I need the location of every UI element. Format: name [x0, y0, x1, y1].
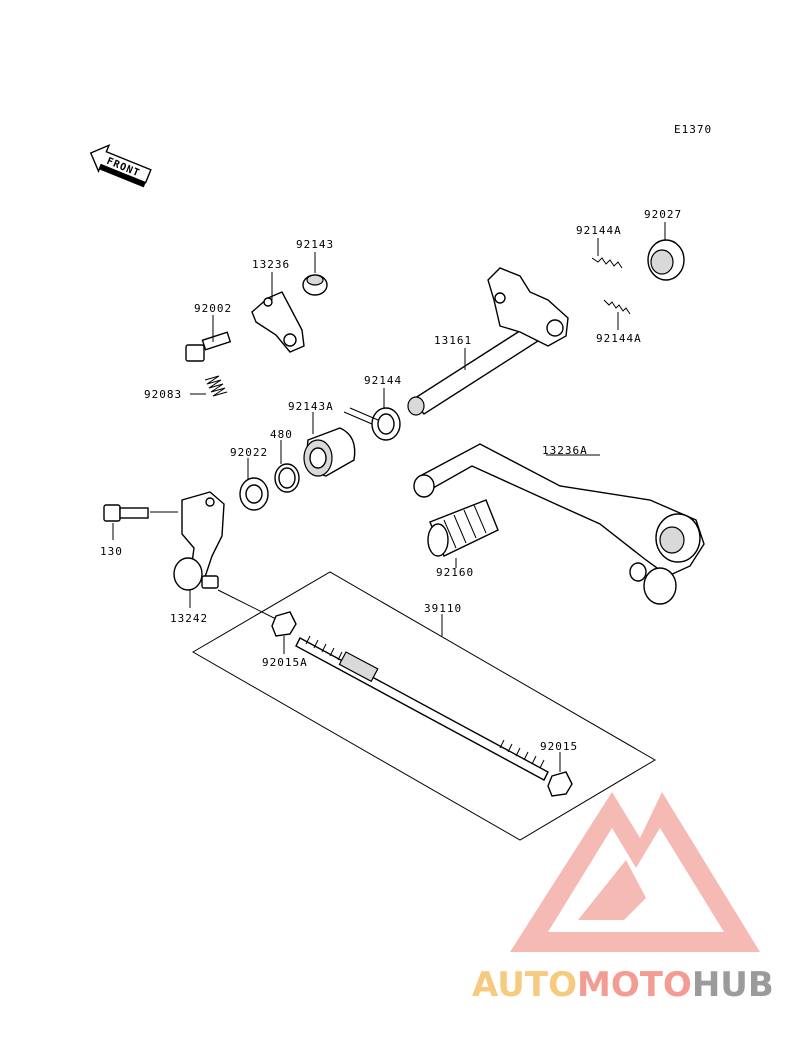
part-92144A-spring-top: [591, 257, 623, 269]
part-92015-nut: [547, 771, 573, 797]
part-92083-spring: [204, 375, 228, 397]
part-13161-shift-shaft: [407, 267, 569, 416]
label-480: 480: [270, 428, 293, 441]
watermark-logo: [510, 792, 760, 952]
part-92015A-nut: [271, 611, 297, 637]
part-92143A-collar: [303, 427, 356, 477]
part-92002-bolt: [185, 331, 232, 362]
part-13242-shift-lever: [173, 491, 225, 591]
label-92083: 92083: [144, 388, 182, 401]
part-13236-arm: [251, 291, 305, 353]
label-92144A-top: 92144A: [576, 224, 622, 237]
svg-text:AUTOMOTOHUB: AUTOMOTOHUB: [472, 965, 774, 1005]
part-92160-pedal-rubber: [427, 499, 499, 557]
front-direction-arrow: FRONT: [89, 143, 152, 188]
label-92015A: 92015A: [262, 656, 308, 669]
watermark-moto: MOTO: [577, 965, 692, 1005]
part-480-circlip: [274, 463, 300, 493]
label-92143: 92143: [296, 238, 334, 251]
part-92143-collar: [302, 274, 328, 296]
part-130-bolt: [103, 504, 149, 522]
label-13242: 13242: [170, 612, 208, 625]
label-92144A-bottom: 92144A: [596, 332, 642, 345]
label-92027: 92027: [644, 208, 682, 221]
watermark-text: AUTOMOTOHUB: [472, 965, 774, 1005]
part-39110-tie-rod: [295, 635, 549, 781]
label-39110: 39110: [424, 602, 462, 615]
label-13236A: 13236A: [542, 444, 588, 457]
label-92015: 92015: [540, 740, 578, 753]
label-92160: 92160: [436, 566, 474, 579]
label-13236: 13236: [252, 258, 290, 271]
part-13236A-shift-pedal: [413, 443, 705, 605]
label-13161: 13161: [434, 334, 472, 347]
part-92027-seal: [647, 239, 685, 281]
part-92144-torsion-spring: [343, 407, 401, 441]
watermark-auto: AUTO: [472, 965, 577, 1005]
part-92144A-spring-bottom: [603, 299, 631, 315]
watermark-hub: HUB: [692, 965, 774, 1005]
label-92144: 92144: [364, 374, 402, 387]
diagram-code: E1370: [674, 123, 712, 136]
label-92143A: 92143A: [288, 400, 334, 413]
part-92022-washer: [239, 477, 269, 511]
label-92002: 92002: [194, 302, 232, 315]
rod-frame: [192, 571, 656, 841]
label-92022: 92022: [230, 446, 268, 459]
label-130: 130: [100, 545, 123, 558]
